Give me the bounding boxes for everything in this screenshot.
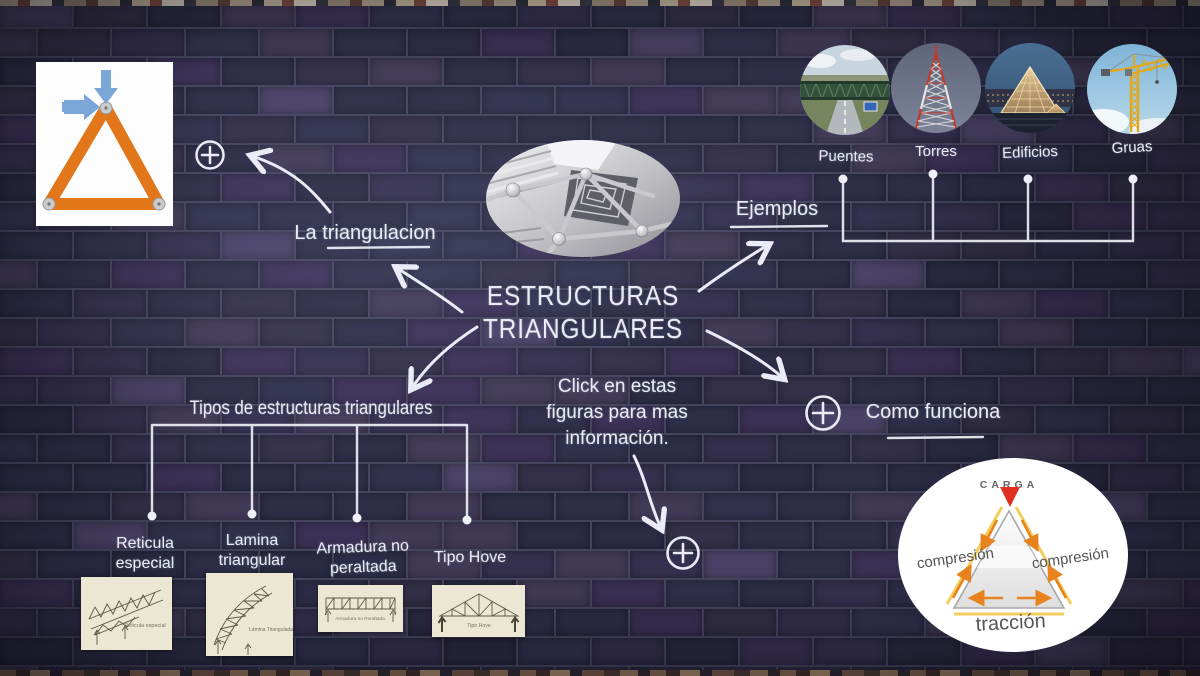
- forces-triangle-diagram: CARGA compresión compresión tracción: [916, 479, 1110, 636]
- central-structure-photo[interactable]: [486, 140, 680, 257]
- forces-diagram[interactable]: CARGA compresión compresión tracción: [898, 458, 1128, 652]
- plus-icon[interactable]: [193, 138, 227, 172]
- hint-line1: Click en estas: [557, 376, 677, 397]
- force-arrows: [62, 70, 118, 120]
- plus-icon[interactable]: [803, 393, 843, 433]
- puentes-photo[interactable]: [800, 45, 890, 135]
- triangle-forces-icon: [42, 70, 166, 211]
- sketch-caption: Tipo Hove: [467, 623, 491, 629]
- louvre-image: [985, 43, 1075, 133]
- sketch-caption: Lámina Triangulada: [249, 627, 293, 633]
- sketch-reticula-especial[interactable]: Reticula especial: [81, 577, 172, 650]
- joint-pins: [42, 101, 166, 211]
- gruas-photo[interactable]: [1087, 44, 1177, 134]
- hove-sketch-drawing: Tipo Hove: [437, 593, 520, 632]
- tipo-label-hove[interactable]: Tipo Hove: [433, 549, 507, 566]
- hint-text: Click en estas figuras para mas informac…: [532, 374, 702, 452]
- node-label-como-funciona[interactable]: Como funciona: [865, 401, 1001, 423]
- sketch-tipo-hove[interactable]: Tipo Hove: [432, 585, 525, 637]
- sketch-caption: Reticula especial: [124, 623, 166, 629]
- hint-line2: figuras para mas: [546, 402, 688, 423]
- tower-image: [891, 43, 981, 133]
- example-label-edificios[interactable]: Edificios: [1001, 143, 1059, 162]
- main-title-line1: ESTRUCTURAS: [486, 280, 680, 311]
- edificios-photo[interactable]: [985, 43, 1075, 133]
- node-label-tipos[interactable]: Tipos de estructuras triangulares: [189, 398, 433, 419]
- bridge-image: [800, 45, 890, 135]
- compresion-right-label: compresión: [1031, 545, 1110, 573]
- torres-photo[interactable]: [891, 43, 981, 133]
- main-title-line2: TRIANGULARES: [483, 313, 683, 344]
- sketch-caption: Armadura no Peraltada: [335, 616, 385, 622]
- sketch-armadura-no-peraltada[interactable]: Armadura no Peraltada: [318, 585, 403, 632]
- hint-line3: información.: [565, 428, 669, 449]
- reticula-sketch-drawing: Reticula especial: [88, 589, 166, 645]
- lamina-sketch-drawing: Lámina Triangulada: [213, 585, 293, 655]
- crane-image: [1087, 44, 1177, 134]
- wall-top-edge: [0, 0, 1200, 6]
- node-label-triangulacion[interactable]: La triangulacion: [294, 222, 436, 244]
- wall-bottom-edge: [0, 670, 1200, 676]
- plus-icon[interactable]: [664, 534, 702, 572]
- example-label-torres[interactable]: Torres: [915, 143, 957, 160]
- metal-truss-photo: [486, 140, 680, 257]
- compression-arrows: [951, 519, 1068, 607]
- carga-label: CARGA: [980, 479, 1039, 491]
- example-label-puentes[interactable]: Puentes: [818, 147, 874, 166]
- armadura-sketch-drawing: Armadura no Peraltada: [324, 597, 397, 622]
- traccion-label: tracción: [975, 610, 1046, 636]
- node-label-ejemplos[interactable]: Ejemplos: [735, 198, 819, 220]
- sketch-lamina-triangular[interactable]: Lámina Triangulada: [206, 573, 293, 656]
- triangulacion-figure[interactable]: [36, 62, 173, 226]
